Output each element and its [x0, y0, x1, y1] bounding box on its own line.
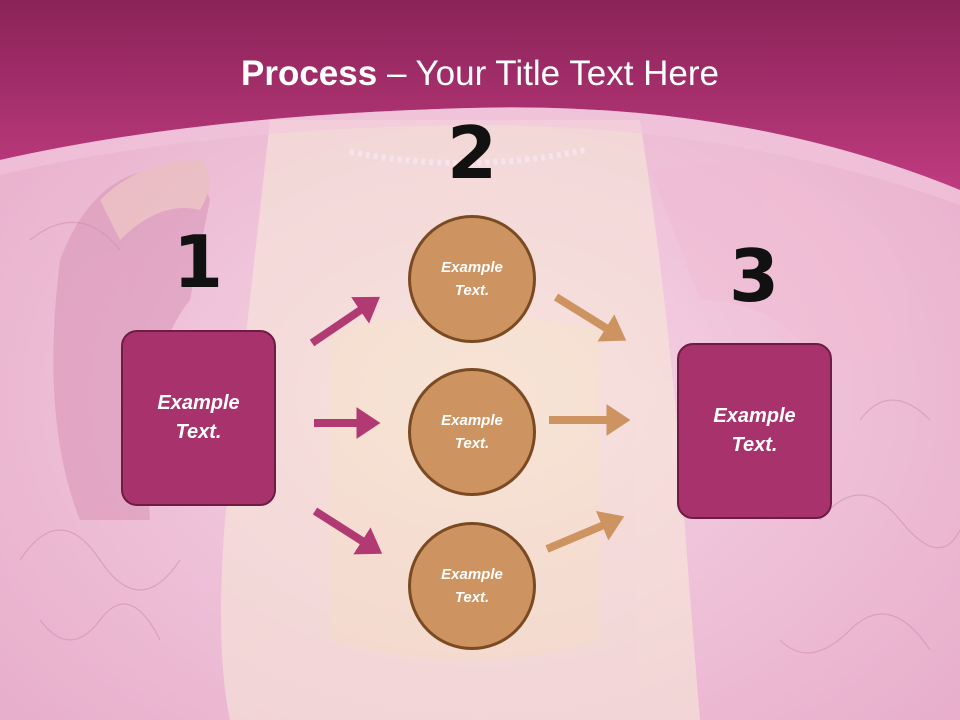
process-circle-top: Example Text. — [408, 215, 536, 343]
left-box-line-1: Example — [157, 392, 240, 414]
title-rest: – Your Title Text Here — [377, 54, 719, 93]
title-bold: Process — [241, 54, 378, 93]
step-number-1: 1 — [172, 220, 224, 304]
circle-top-line-2: Text. — [454, 282, 490, 299]
process-circle-bottom: Example Text. — [408, 522, 536, 650]
arrow-from-circle-bottom — [545, 510, 625, 553]
background-swirls — [19, 221, 960, 654]
process-circle-middle: Example Text. — [408, 368, 536, 496]
left-box-line-2: Text. — [175, 421, 222, 443]
left-step-box: Example Text. — [121, 330, 276, 506]
right-box-line-2: Text. — [731, 434, 778, 456]
slide-title: Process – Your Title Text Here — [0, 52, 960, 96]
right-box-line-1: Example — [713, 405, 796, 427]
arrow-from-circle-top — [553, 293, 627, 342]
step-number-3: 3 — [728, 234, 780, 318]
arrow-to-circle-top — [309, 296, 380, 347]
circle-middle-line-2: Text. — [454, 435, 490, 452]
circle-middle-line-1: Example — [441, 412, 503, 429]
right-step-box: Example Text. — [677, 343, 832, 519]
step-number-2: 2 — [446, 111, 498, 195]
arrow-to-circle-bottom — [312, 507, 383, 555]
circle-bottom-line-2: Text. — [454, 589, 490, 606]
circle-top-line-1: Example — [441, 259, 503, 276]
circle-bottom-line-1: Example — [441, 566, 503, 583]
